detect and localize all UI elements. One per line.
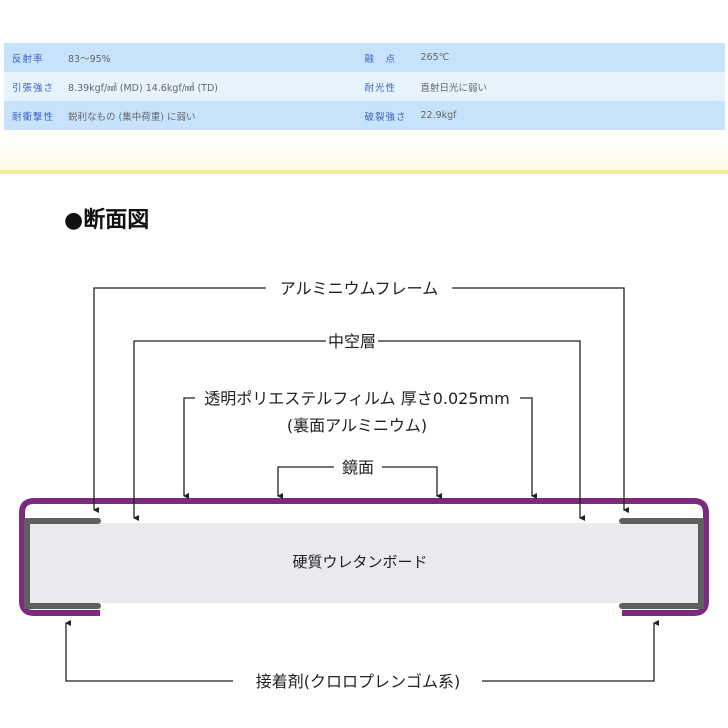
spec-cell: 引張強さ 8.39kgf/㎟ (MD) 14.6kgf/㎟ (TD) — [4, 80, 365, 94]
spec-cell: 融 点 265℃ — [365, 51, 726, 65]
right-bracket — [619, 518, 704, 609]
section-title: ●断面図 — [64, 208, 150, 233]
left-bracket — [24, 518, 101, 609]
divider — [0, 170, 728, 174]
spec-label: 融 点 — [364, 53, 397, 65]
spec-row: 耐衝撃性 鋭利なもの (集中荷重) に弱い 破裂強さ 22.9kgf — [4, 101, 725, 130]
spec-row: 反射率 83〜95% 融 点 265℃ — [4, 43, 725, 72]
urethane-board — [24, 523, 704, 603]
spec-label: 引張強さ — [12, 82, 55, 94]
label-film-sub: (裏面アルミニウム) — [287, 416, 427, 435]
spec-label: 反射率 — [12, 53, 44, 65]
label-mirror: 鏡面 — [342, 458, 374, 477]
spec-label: 耐衝撃性 — [12, 111, 55, 123]
spec-value: 83〜95% — [68, 53, 111, 65]
label-hollow-layer: 中空層 — [328, 332, 376, 351]
spec-cell: 反射率 83〜95% — [4, 51, 365, 65]
spec-cell: 耐衝撃性 鋭利なもの (集中荷重) に弱い — [4, 109, 365, 123]
spec-table: 反射率 83〜95% 融 点 265℃ 引張強さ 8.39kgf/㎟ (MD) … — [4, 43, 725, 130]
spec-cell: 破裂強さ 22.9kgf — [365, 109, 726, 123]
label-film: 透明ポリエステルフィルム 厚さ0.025mm — [204, 389, 509, 408]
label-board: 硬質ウレタンボード — [292, 553, 427, 571]
spec-value: 22.9kgf — [420, 110, 457, 121]
spec-row: 引張強さ 8.39kgf/㎟ (MD) 14.6kgf/㎟ (TD) 耐光性 直… — [4, 72, 725, 101]
spec-cell: 耐光性 直射日光に弱い — [365, 80, 726, 94]
spec-value: 8.39kgf/㎟ (MD) 14.6kgf/㎟ (TD) — [68, 82, 218, 94]
spec-label: 破裂強さ — [364, 111, 407, 123]
label-adhesive: 接着剤(クロロプレンゴム系) — [256, 672, 461, 691]
spec-value: 直射日光に弱い — [420, 82, 488, 94]
aluminum-frame — [19, 498, 709, 616]
spec-value: 265℃ — [420, 52, 450, 63]
label-frame: アルミニウムフレーム — [280, 279, 438, 298]
spec-value: 鋭利なもの (集中荷重) に弱い — [68, 111, 196, 123]
background-band — [0, 130, 728, 170]
spec-label: 耐光性 — [364, 82, 397, 94]
